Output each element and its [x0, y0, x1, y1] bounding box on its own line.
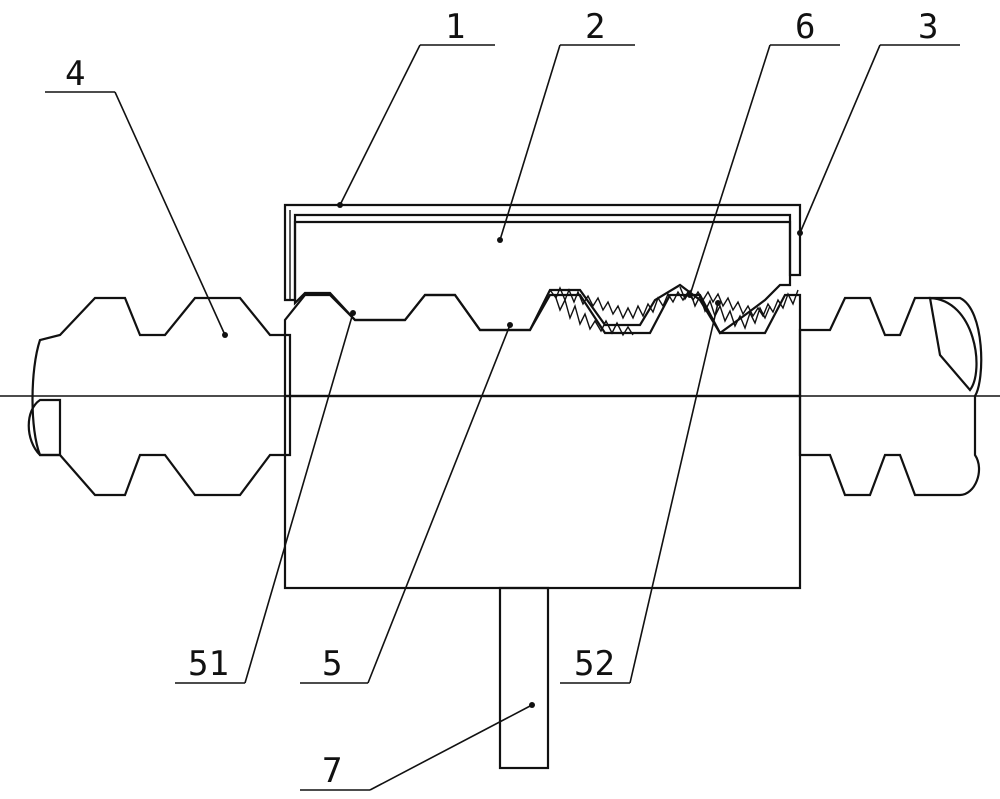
label-group-3: 3 [797, 7, 960, 236]
label-group-4: 4 [45, 54, 228, 338]
label-group-1: 1 [337, 7, 495, 208]
label-group-5: 5 [300, 322, 513, 684]
label-51: 51 [188, 644, 229, 684]
serrated-liner [549, 286, 799, 337]
label-6: 6 [795, 7, 815, 47]
label-3: 3 [918, 7, 938, 47]
label-group-52: 52 [560, 300, 721, 684]
label-group-2: 2 [497, 7, 635, 243]
outer-shell-part-1 [283, 203, 802, 302]
housing-body [283, 394, 802, 590]
label-2: 2 [585, 7, 605, 47]
label-52: 52 [574, 644, 615, 684]
label-group-7: 7 [300, 702, 535, 791]
label-group-6: 6 [687, 7, 840, 298]
label-group-51: 51 [175, 310, 356, 684]
label-5: 5 [322, 644, 342, 684]
label-1: 1 [445, 7, 465, 47]
stem-part-7 [498, 586, 550, 770]
label-7: 7 [322, 751, 342, 791]
label-4: 4 [65, 54, 85, 94]
inner-body-part-2 [293, 220, 792, 335]
